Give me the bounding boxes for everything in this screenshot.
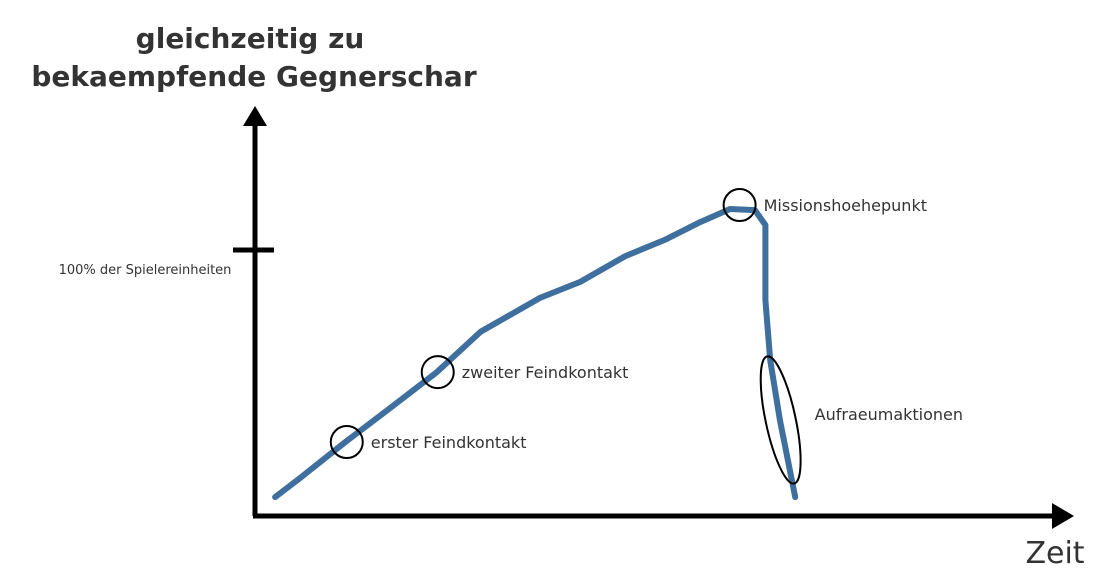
- annotation-marker: [329, 425, 364, 460]
- y-axis-label-line2: bekaempfende Gegnerschar: [31, 60, 476, 93]
- annotation-marker: [722, 188, 757, 223]
- annotation-marker: [420, 355, 455, 390]
- annotation-label: zweiter Feindkontakt: [462, 363, 629, 382]
- y-axis-arrow-icon: [243, 106, 267, 126]
- annotation-marker: [759, 355, 802, 485]
- series-line: [272, 206, 799, 501]
- x-axis-arrow-icon: [1052, 503, 1074, 529]
- annotation-label: Missionshoehepunkt: [764, 196, 927, 215]
- annotation-label: erster Feindkontakt: [371, 433, 527, 452]
- annotation-label: Aufraeumaktionen: [815, 405, 963, 424]
- y-tick-label: 100% der Spielereinheiten: [59, 263, 232, 278]
- x-axis-label: Zeit: [1025, 536, 1084, 571]
- y-axis-label-line1: gleichzeitig zu: [136, 22, 365, 55]
